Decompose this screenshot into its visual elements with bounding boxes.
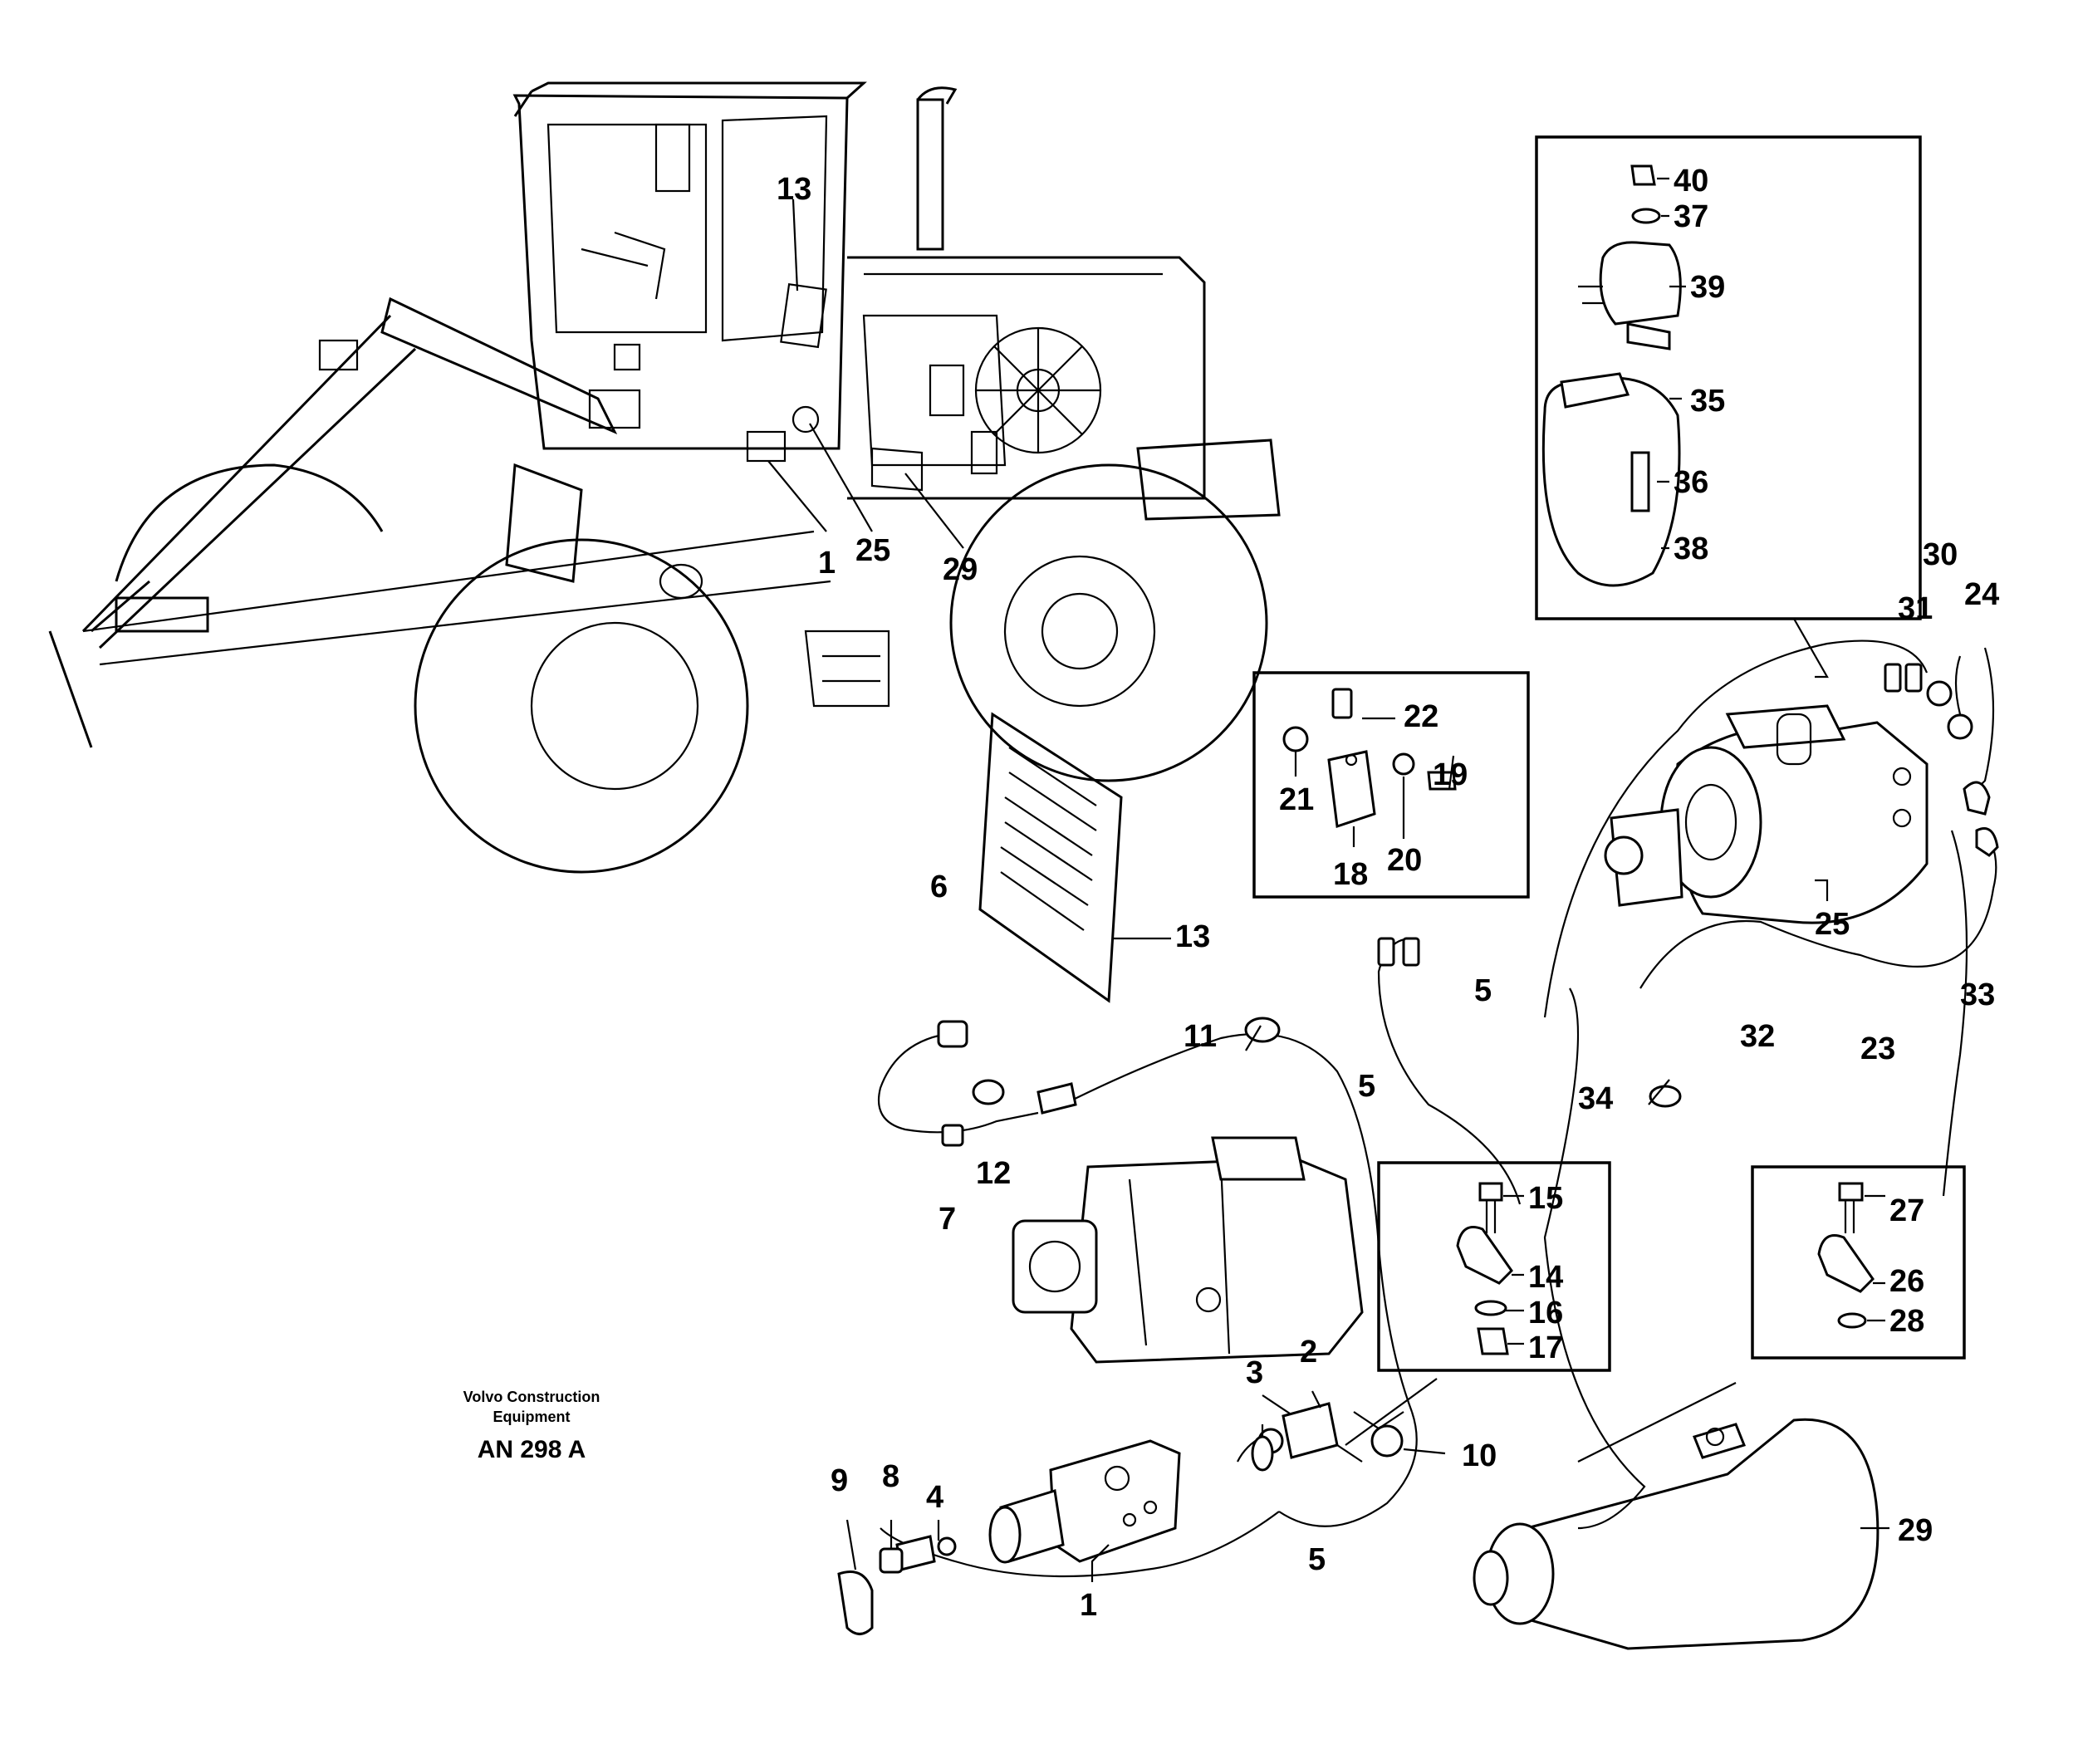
callout-13: 13 bbox=[777, 172, 811, 207]
wiring-harness bbox=[877, 1017, 1418, 1578]
callout-27: 27 bbox=[1889, 1193, 1924, 1228]
callout-1: 1 bbox=[818, 546, 836, 581]
compressor bbox=[1604, 704, 1929, 924]
callout-14: 14 bbox=[1528, 1260, 1563, 1295]
callout-labels: 1 25 29 13 13 6 11 5 12 7 22 21 19 20 18… bbox=[777, 164, 1999, 1623]
callout-7: 7 bbox=[939, 1202, 956, 1237]
callout-39: 39 bbox=[1690, 270, 1725, 305]
callout-28: 28 bbox=[1889, 1304, 1924, 1339]
callout-26: 26 bbox=[1889, 1264, 1924, 1299]
callout-24: 24 bbox=[1964, 577, 1999, 612]
wheel-loader-illustration bbox=[48, 81, 1281, 874]
callout-36: 36 bbox=[1674, 465, 1708, 500]
callout-30: 30 bbox=[1923, 537, 1958, 572]
drawing-number: AN 298 A bbox=[478, 1436, 586, 1463]
callout-5: 5 bbox=[1358, 1069, 1375, 1104]
callout-23: 23 bbox=[1860, 1031, 1895, 1066]
callout-21: 21 bbox=[1279, 782, 1314, 817]
callout-29: 29 bbox=[943, 552, 978, 587]
callout-17: 17 bbox=[1528, 1330, 1563, 1365]
callout-5b: 5 bbox=[1474, 973, 1492, 1008]
callout-9: 9 bbox=[831, 1463, 848, 1498]
callout-33: 33 bbox=[1960, 978, 1995, 1012]
caption-publisher-line1: Volvo Construction bbox=[463, 1389, 600, 1405]
callout-3: 3 bbox=[1246, 1355, 1263, 1390]
callout-10: 10 bbox=[1462, 1438, 1497, 1473]
callout-29b: 29 bbox=[1898, 1513, 1933, 1548]
callout-25b: 25 bbox=[1815, 907, 1850, 942]
callout-13b: 13 bbox=[1175, 919, 1210, 954]
caption-publisher-line2: Equipment bbox=[493, 1409, 571, 1425]
callout-18: 18 bbox=[1333, 857, 1368, 892]
callout-1b: 1 bbox=[1080, 1588, 1097, 1623]
callout-31: 31 bbox=[1898, 591, 1933, 626]
callout-4: 4 bbox=[926, 1480, 943, 1515]
callout-38: 38 bbox=[1674, 532, 1708, 566]
callout-22: 22 bbox=[1404, 699, 1438, 734]
callout-20: 20 bbox=[1387, 843, 1422, 878]
bracket-inset-right bbox=[1577, 1165, 1966, 1463]
callout-32: 32 bbox=[1740, 1019, 1775, 1054]
callout-35: 35 bbox=[1690, 384, 1725, 419]
drawing-caption: Volvo Construction Equipment AN 298 A bbox=[463, 1389, 600, 1463]
callout-8: 8 bbox=[882, 1459, 899, 1494]
callout-40: 40 bbox=[1674, 164, 1708, 198]
callout-6: 6 bbox=[930, 870, 948, 904]
callout-37: 37 bbox=[1674, 199, 1708, 234]
solenoid-inset bbox=[1535, 135, 1922, 679]
callout-11: 11 bbox=[1184, 1019, 1217, 1054]
relay-inset bbox=[1252, 671, 1530, 899]
instruction-decal bbox=[978, 712, 1171, 1003]
callout-5c: 5 bbox=[1308, 1542, 1326, 1577]
bracket-inset-left bbox=[1345, 1161, 1611, 1446]
callout-12: 12 bbox=[976, 1156, 1011, 1191]
starter-motor bbox=[1473, 1418, 1889, 1650]
callout-25: 25 bbox=[855, 533, 890, 568]
callout-16: 16 bbox=[1528, 1296, 1563, 1330]
hydraulic-pump-assembly bbox=[1012, 1136, 1364, 1364]
callout-15: 15 bbox=[1528, 1181, 1563, 1216]
callout-34: 34 bbox=[1578, 1081, 1613, 1116]
sensor-block-assembly bbox=[837, 1390, 1446, 1635]
callout-19: 19 bbox=[1433, 757, 1468, 792]
cables bbox=[1377, 639, 1999, 1530]
callout-2: 2 bbox=[1300, 1335, 1317, 1370]
